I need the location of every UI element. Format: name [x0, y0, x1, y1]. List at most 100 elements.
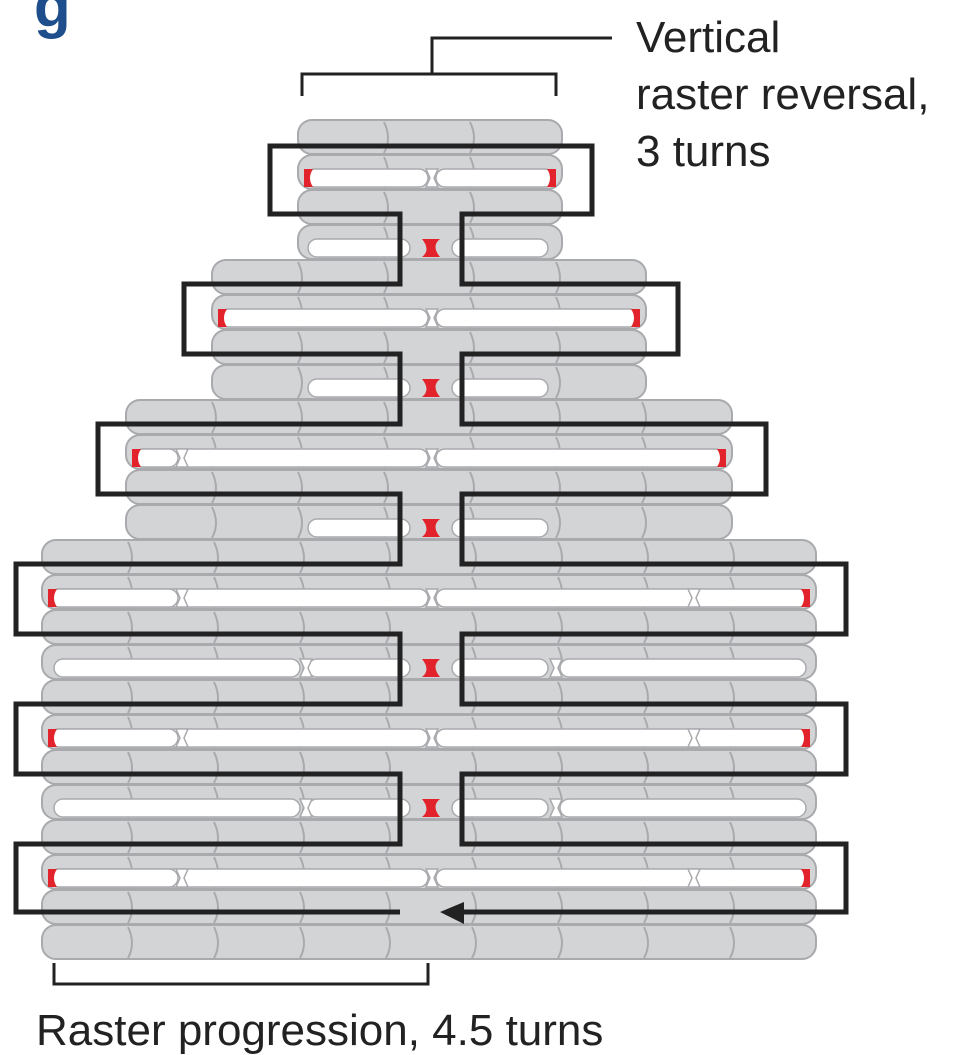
- helix-seam: [557, 891, 563, 924]
- helix-seam: [213, 891, 219, 924]
- helix-gap: [559, 798, 807, 818]
- helix-row: [41, 539, 817, 575]
- helix-tube: [41, 679, 817, 715]
- helix-seam: [127, 611, 133, 644]
- scaffold-path: [13, 143, 849, 924]
- helix-gap: [451, 658, 549, 678]
- helix-seam: [471, 541, 477, 574]
- helix-pinch: [424, 868, 440, 888]
- helix-pinch: [174, 728, 190, 748]
- helix-pinch: [548, 658, 564, 678]
- helix-pinch: [686, 588, 702, 608]
- helix-seam: [557, 611, 563, 644]
- helix-seam: [213, 751, 219, 784]
- crossover-mark: [631, 309, 640, 327]
- crossover-mark: [801, 589, 810, 607]
- crossover-mark: [801, 869, 810, 887]
- helix-pinch: [424, 728, 440, 748]
- helix-tube: [41, 539, 817, 575]
- helix-seam: [471, 681, 477, 714]
- helix-row: [41, 924, 817, 960]
- helix-seam: [383, 191, 389, 224]
- helix-seam: [469, 191, 475, 224]
- helix-gap: [435, 308, 639, 328]
- helix-row: [41, 609, 817, 645]
- helix-pinch: [424, 588, 440, 608]
- helix-seam: [643, 891, 649, 924]
- helix-gap: [435, 168, 555, 188]
- helix-seam: [299, 926, 305, 959]
- progression-label: Raster progression, 4.5 turns: [36, 1006, 603, 1055]
- helix-seam: [729, 821, 735, 854]
- helix-seam: [555, 506, 561, 539]
- helix-seam: [211, 401, 217, 434]
- crossover-mark: [717, 449, 726, 467]
- helix-seam: [213, 681, 219, 714]
- helix-seam: [385, 926, 391, 959]
- helix-gap: [307, 658, 411, 678]
- helix-row: [41, 819, 817, 855]
- helix-seam: [643, 541, 649, 574]
- helix-pinch: [298, 798, 314, 818]
- helix-seam: [385, 611, 391, 644]
- helix-seam: [127, 891, 133, 924]
- helix-seam: [127, 681, 133, 714]
- helix-pinch: [174, 588, 190, 608]
- helix-tube: [41, 924, 817, 960]
- helix-pinch: [298, 658, 314, 678]
- crossover-mark: [547, 169, 556, 187]
- helix-row: [297, 189, 563, 225]
- helix-seam: [469, 121, 475, 154]
- helix-seam: [557, 926, 563, 959]
- helix-seam: [555, 366, 561, 399]
- helix-seam: [555, 331, 561, 364]
- helix-seam: [729, 751, 735, 784]
- helix-seam: [297, 506, 303, 539]
- helix-tube: [297, 189, 563, 225]
- helix-seam: [213, 821, 219, 854]
- helix-row: [41, 889, 817, 925]
- helix-gap: [435, 868, 809, 888]
- crossover-markers: [48, 169, 810, 887]
- helix-seam: [297, 471, 303, 504]
- helix-seam: [641, 401, 647, 434]
- helix-seam: [383, 471, 389, 504]
- helix-gap: [133, 448, 179, 468]
- helix-seam: [299, 611, 305, 644]
- crossover-mark: [304, 169, 313, 187]
- helix-pinch: [548, 798, 564, 818]
- helix-gap: [307, 378, 411, 398]
- helix-row: [211, 329, 647, 365]
- helix-pinch: [424, 168, 440, 188]
- helix-seam: [383, 331, 389, 364]
- title-fragment: g: [34, 0, 71, 39]
- scaffold-loop: [13, 143, 849, 915]
- helix-gap: [49, 728, 179, 748]
- helix-seam: [297, 401, 303, 434]
- helix-seam: [383, 121, 389, 154]
- helix-seam: [213, 611, 219, 644]
- helix-seam: [127, 821, 133, 854]
- helix-row: [41, 679, 817, 715]
- helix-seam: [729, 681, 735, 714]
- helix-seam: [469, 401, 475, 434]
- helix-tube: [41, 749, 817, 785]
- helix-pinch: [424, 308, 440, 328]
- helix-seam: [297, 331, 303, 364]
- helix-seam: [469, 261, 475, 294]
- helix-seam: [729, 541, 735, 574]
- helix-seam: [555, 261, 561, 294]
- helix-gap: [435, 588, 809, 608]
- helix-seam: [471, 611, 477, 644]
- helix-gap: [49, 868, 179, 888]
- crossover-mark: [422, 659, 440, 677]
- helix-seam: [557, 821, 563, 854]
- helix-gap: [53, 798, 301, 818]
- crossover-mark: [132, 449, 141, 467]
- crossover-mark: [48, 589, 57, 607]
- crossover-mark: [48, 729, 57, 747]
- helix-gap: [53, 658, 301, 678]
- helix-seam: [643, 611, 649, 644]
- helix-gap: [307, 798, 411, 818]
- helix-seam: [641, 506, 647, 539]
